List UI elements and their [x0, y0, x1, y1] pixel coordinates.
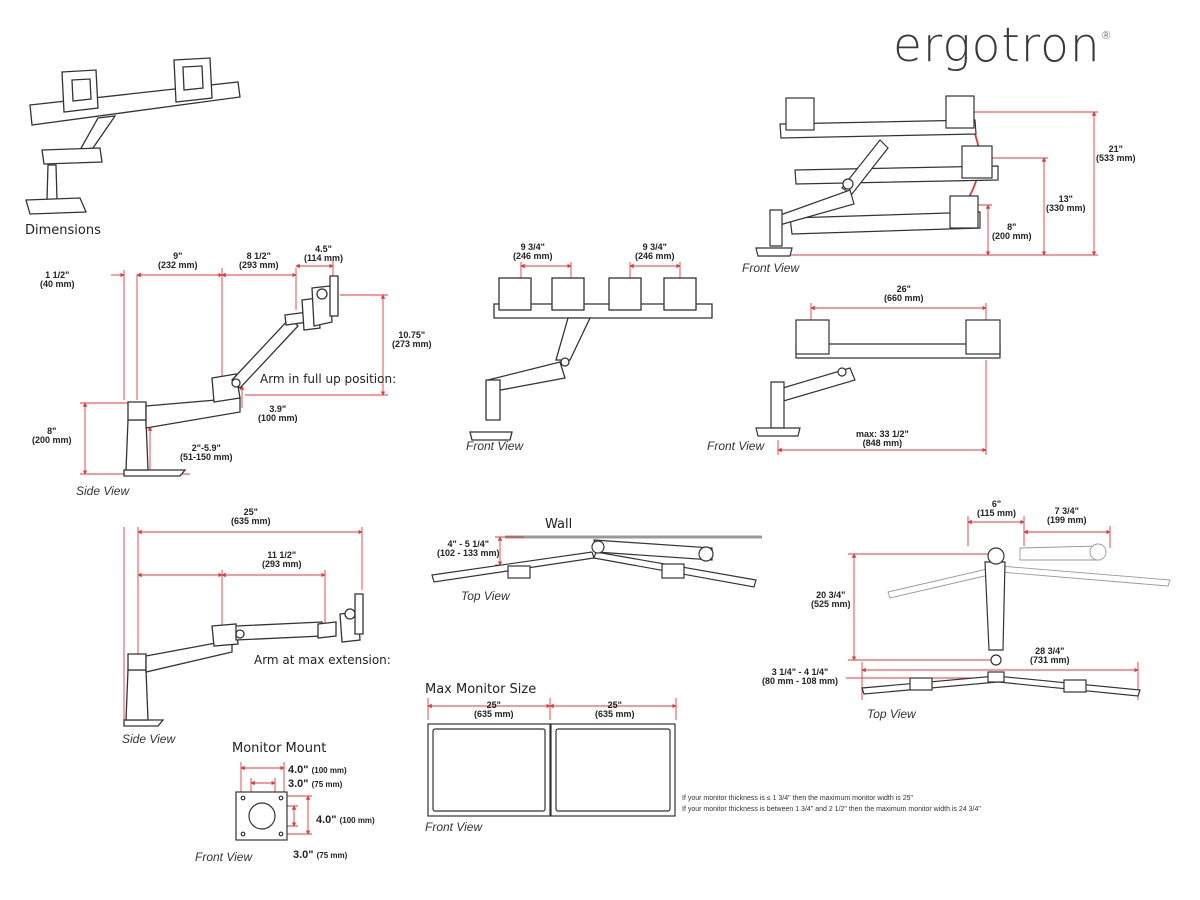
dimension-label: 13"(330 mm) — [1046, 194, 1086, 213]
front-view-caption-2: Front View — [742, 261, 800, 275]
dimension-label: 9"(232 mm) — [158, 251, 198, 270]
dimension-label: 2"-5.9"(51-150 mm) — [180, 443, 233, 462]
side-view-max-extension-drawing — [123, 527, 364, 727]
front-view-center-drawing — [469, 262, 713, 441]
dimension-label: 8 1/2"(293 mm) — [239, 251, 279, 270]
dimension-label: 9 3/4"(246 mm) — [513, 242, 553, 261]
dimension-label: max: 33 1/2"(848 mm) — [856, 429, 909, 448]
side-view-full-up-drawing — [80, 260, 388, 477]
vesa-label: 4.0" (100 mm) — [288, 764, 347, 776]
dimension-label: 10.75"(273 mm) — [392, 330, 432, 349]
dimension-label: 6"(115 mm) — [977, 499, 1017, 518]
dimension-label: 25"(635 mm) — [474, 700, 514, 719]
ergotron-logo: ergotron® — [893, 22, 1112, 69]
front-view-caption-1: Front View — [466, 439, 524, 453]
dimension-label: 26"(660 mm) — [884, 284, 924, 303]
dimension-label: 3.9"(100 mm) — [258, 404, 298, 423]
front-view-caption-5: Front View — [195, 850, 253, 864]
wall-label: Wall — [545, 517, 573, 532]
dimension-label: 1 1/2"(40 mm) — [40, 270, 75, 289]
arm-max-extension-note: Arm at max extension: — [254, 653, 391, 667]
top-view-right-drawing — [846, 516, 1171, 700]
dimension-label: 25"(635 mm) — [231, 507, 271, 526]
dimension-label: 8"(200 mm) — [32, 426, 72, 445]
front-view-caption-4: Front View — [425, 820, 483, 834]
side-view-caption-1: Side View — [76, 484, 130, 498]
dimension-label: 21"(533 mm) — [1096, 144, 1136, 163]
dimension-label: 28 3/4"(731 mm) — [1030, 646, 1070, 665]
dimension-label: 7 3/4"(199 mm) — [1047, 506, 1087, 525]
product-thumbnail — [25, 57, 241, 215]
dimension-label: 4.5"(114 mm) — [304, 244, 344, 263]
front-view-width-drawing — [755, 303, 1001, 455]
monitor-mount-drawing — [235, 762, 312, 841]
dimension-label: 8"(200 mm) — [992, 222, 1032, 241]
dimension-label: 3 1/4" - 4 1/4"(80 mm - 108 mm) — [762, 667, 839, 686]
dimension-label: 11 1/2"(293 mm) — [262, 550, 302, 569]
thickness-note-2: If your monitor thickness is between 1 3… — [682, 806, 981, 813]
side-view-caption-2: Side View — [122, 732, 176, 746]
dimension-label: 9 3/4"(246 mm) — [635, 242, 675, 261]
dimension-label: 20 3/4"(525 mm) — [811, 590, 851, 609]
top-view-wall-drawing — [431, 535, 762, 588]
vesa-label: 3.0" (75 mm) — [288, 778, 343, 790]
vesa-label: 3.0" (75 mm) — [293, 849, 348, 861]
vesa-label: 4.0" (100 mm) — [316, 814, 375, 826]
dimension-label: 25"(635 mm) — [595, 700, 635, 719]
top-view-caption-1: Top View — [461, 589, 510, 603]
front-view-height-drawing — [755, 95, 1098, 257]
thickness-note-1: If your monitor thickness is ≤ 1 3/4" th… — [682, 795, 913, 802]
monitor-mount-heading: Monitor Mount — [232, 741, 327, 756]
logo-text: ergotron — [893, 18, 1101, 73]
front-view-caption-3: Front View — [707, 439, 765, 453]
top-view-caption-2: Top View — [867, 707, 916, 721]
max-monitor-size-drawing — [427, 698, 677, 817]
dimensions-heading: Dimensions — [25, 223, 101, 238]
arm-full-up-note: Arm in full up position: — [260, 372, 397, 386]
max-monitor-size-heading: Max Monitor Size — [425, 682, 537, 697]
registered-mark: ® — [1100, 29, 1112, 42]
dimension-label: 4" - 5 1/4"(102 - 133 mm) — [437, 539, 500, 558]
